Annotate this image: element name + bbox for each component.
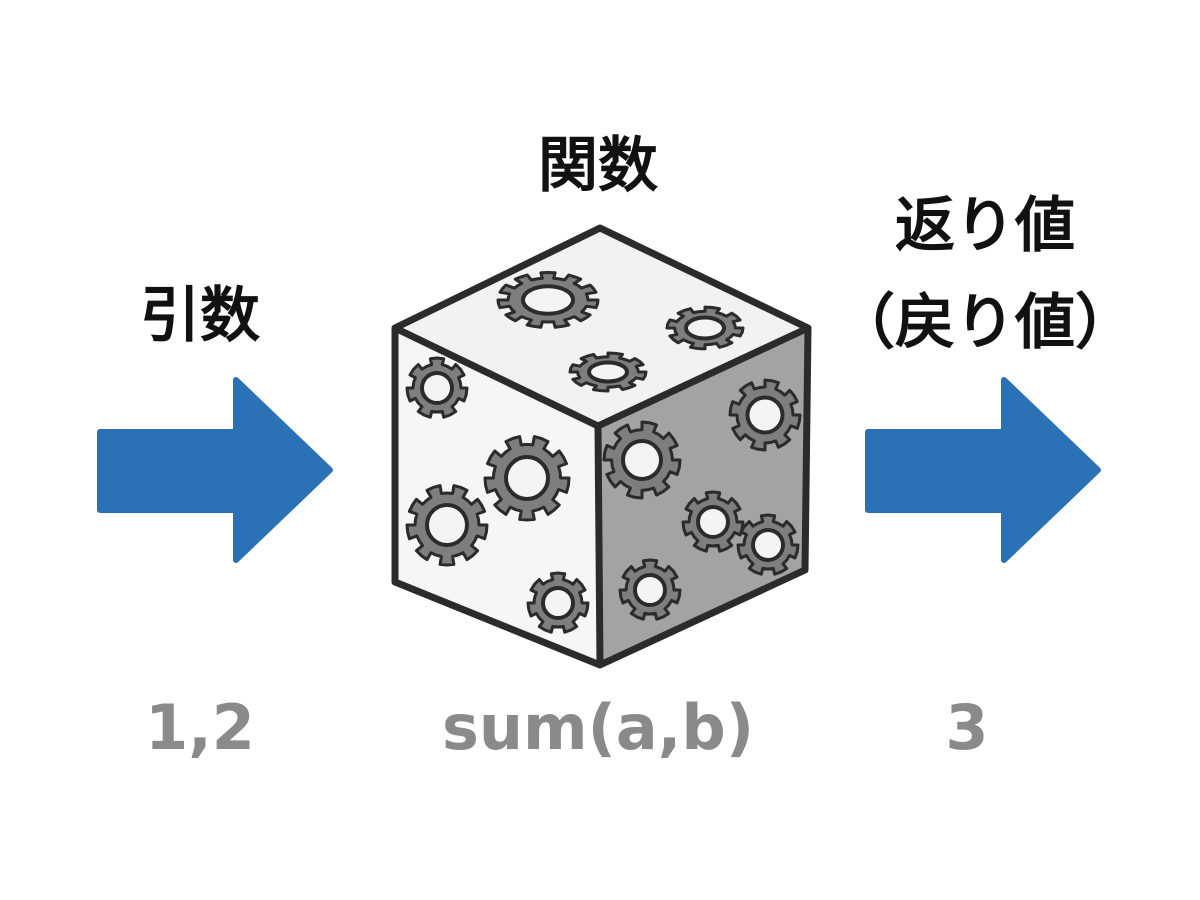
gear-hole: [633, 573, 667, 607]
gear-hole: [420, 371, 454, 405]
return-value-label: 返り値: [895, 191, 1075, 261]
output-value: 3: [945, 691, 989, 764]
return-value-alt-label: （戻り値）: [835, 288, 1135, 358]
function-label: 関数: [538, 131, 658, 201]
gear-hole: [521, 284, 575, 316]
gear-hole: [684, 315, 726, 341]
gear-hole: [751, 528, 785, 562]
gear-hole: [504, 455, 550, 501]
output-arrow-icon: [865, 377, 1101, 563]
gear-hole: [541, 586, 575, 620]
input-arrow-icon: [97, 377, 333, 563]
arguments-label: 引数: [140, 281, 260, 351]
function-call: sum(a,b): [441, 691, 755, 764]
gear-hole: [621, 439, 663, 481]
gear-hole: [587, 360, 629, 384]
input-value: 1,2: [145, 691, 255, 764]
gear-hole: [696, 505, 730, 539]
function-cube-icon: [391, 224, 812, 669]
gear-hole: [425, 503, 469, 547]
gear-hole: [745, 395, 785, 435]
